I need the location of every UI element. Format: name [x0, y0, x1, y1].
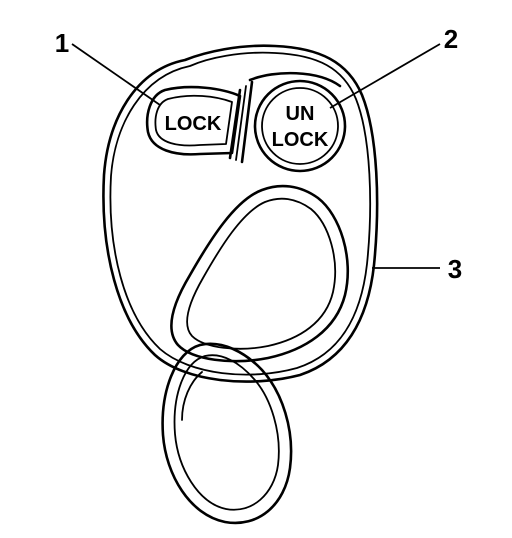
callout-2-leader: [329, 43, 441, 109]
callout-2: 2: [329, 24, 458, 109]
unlock-button[interactable]: UN LOCK: [248, 71, 347, 173]
callout-1: 1: [55, 28, 161, 106]
button-divider: [228, 80, 254, 164]
lock-button[interactable]: LOCK: [145, 85, 242, 156]
unlock-button-label-line2: LOCK: [272, 129, 329, 151]
unlock-button-label-line1: UN: [286, 103, 315, 125]
callout-2-number: 2: [444, 24, 458, 54]
key-ring: [161, 342, 293, 525]
fob-body: [102, 44, 379, 383]
fob-clip-opening: [170, 184, 350, 363]
callout-3: 3: [372, 254, 462, 284]
callout-3-number: 3: [448, 254, 462, 284]
lock-button-label: LOCK: [165, 113, 222, 135]
callout-1-leader: [71, 43, 161, 106]
callout-1-number: 1: [55, 28, 69, 58]
